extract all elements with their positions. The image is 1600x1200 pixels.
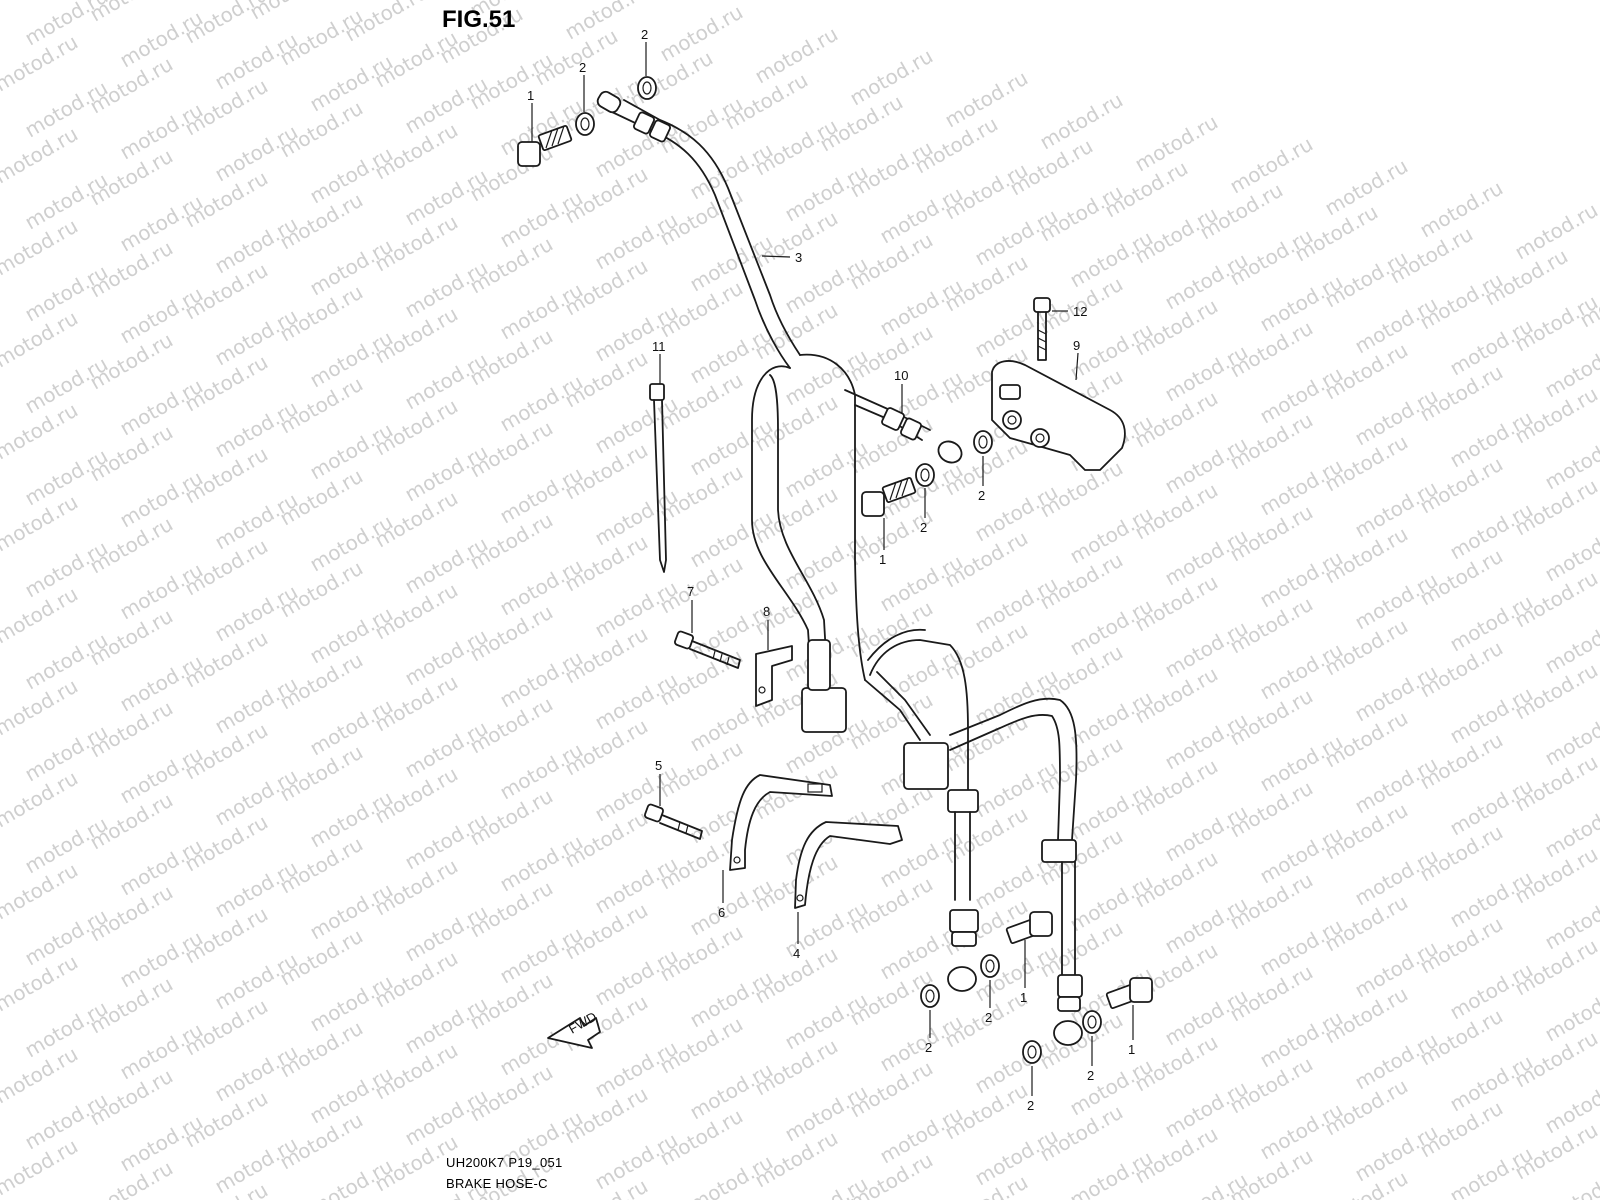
banjo-bolt-1a — [517, 125, 573, 167]
callout-2: 2 — [1027, 1098, 1034, 1113]
callout-2: 2 — [579, 60, 586, 75]
banjo-bolt-1d — [1105, 977, 1153, 1009]
callout-1: 1 — [527, 88, 534, 103]
bracket-4 — [794, 821, 903, 909]
callout-1: 1 — [1128, 1042, 1135, 1057]
callouts: 1 2 2 3 11 10 12 9 2 2 1 7 8 5 6 4 1 2 2… — [527, 27, 1135, 1113]
callout-5: 5 — [655, 758, 662, 773]
banjo-bolt-1b — [861, 477, 917, 517]
callout-1: 1 — [879, 552, 886, 567]
banjo-bolt-1c — [1005, 911, 1053, 944]
fwd-arrow-icon: FWD — [547, 1009, 601, 1049]
callout-12: 12 — [1073, 304, 1087, 319]
bolt-7 — [674, 630, 741, 669]
callout-10: 10 — [894, 368, 908, 383]
callout-2: 2 — [920, 520, 927, 535]
callout-2: 2 — [1087, 1068, 1094, 1083]
bolt-5 — [644, 803, 703, 840]
leader-lines — [531, 42, 1134, 1096]
callout-11: 11 — [652, 339, 666, 354]
hose-junction — [801, 628, 1083, 1046]
brake-hose-loop — [751, 353, 963, 681]
figure-code: UH200K7 P19_051 — [446, 1155, 563, 1170]
callout-1: 1 — [1020, 990, 1027, 1005]
callout-8: 8 — [763, 604, 770, 619]
callout-2: 2 — [978, 488, 985, 503]
callout-4: 4 — [793, 946, 800, 961]
washers — [575, 76, 1102, 1064]
callout-6: 6 — [718, 905, 725, 920]
figure-title: FIG.51 — [442, 6, 516, 33]
callout-2: 2 — [641, 27, 648, 42]
brake-hose-upper — [596, 90, 801, 369]
bolt-12 — [1033, 297, 1051, 361]
figure-name: BRAKE HOSE-C — [446, 1176, 548, 1191]
bracket-6 — [729, 774, 833, 871]
callout-2: 2 — [985, 1010, 992, 1025]
callout-2: 2 — [925, 1040, 932, 1055]
cable-tie — [649, 383, 667, 573]
callout-7: 7 — [687, 584, 694, 599]
callout-9: 9 — [1073, 338, 1080, 353]
bracket-8 — [755, 645, 793, 707]
callout-3: 3 — [795, 250, 802, 265]
valve-block — [991, 360, 1126, 471]
